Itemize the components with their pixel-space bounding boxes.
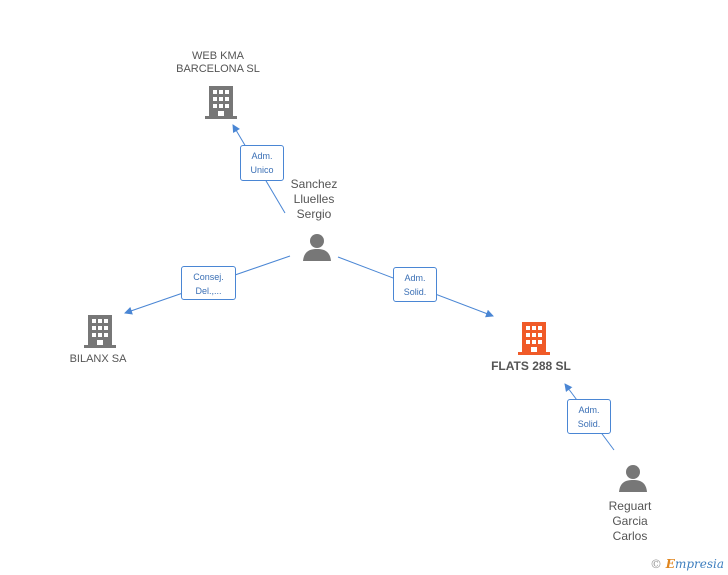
person-label-reguart[interactable]: Reguart Garcia Carlos — [608, 499, 652, 543]
copyright-symbol: © — [649, 557, 662, 571]
empresia-watermark: © Empresia — [650, 557, 724, 571]
edge-label-consej[interactable]: Consej. Del.,... — [181, 266, 236, 300]
edge-label-adm-solid-2[interactable]: Adm. Solid. — [567, 399, 611, 434]
edge-label-adm-unico[interactable]: Adm. Unico — [240, 145, 284, 181]
person-icon[interactable] — [618, 463, 648, 493]
brand-first-letter: E — [665, 557, 675, 571]
person-icon[interactable] — [302, 232, 332, 262]
building-icon[interactable] — [205, 84, 237, 120]
company-label-web-kma[interactable]: WEB KMA BARCELONA SL — [176, 50, 260, 75]
building-icon[interactable] — [84, 313, 116, 349]
edge-label-adm-solid-1[interactable]: Adm. Solid. — [393, 267, 437, 302]
building-icon[interactable] — [518, 320, 550, 356]
company-label-flats-288[interactable]: FLATS 288 SL — [491, 359, 571, 373]
person-label-sanchez[interactable]: Sanchez Lluelles Sergio — [290, 177, 338, 221]
company-label-bilanx[interactable]: BILANX SA — [69, 353, 127, 365]
brand-rest: mpresia — [674, 557, 724, 571]
